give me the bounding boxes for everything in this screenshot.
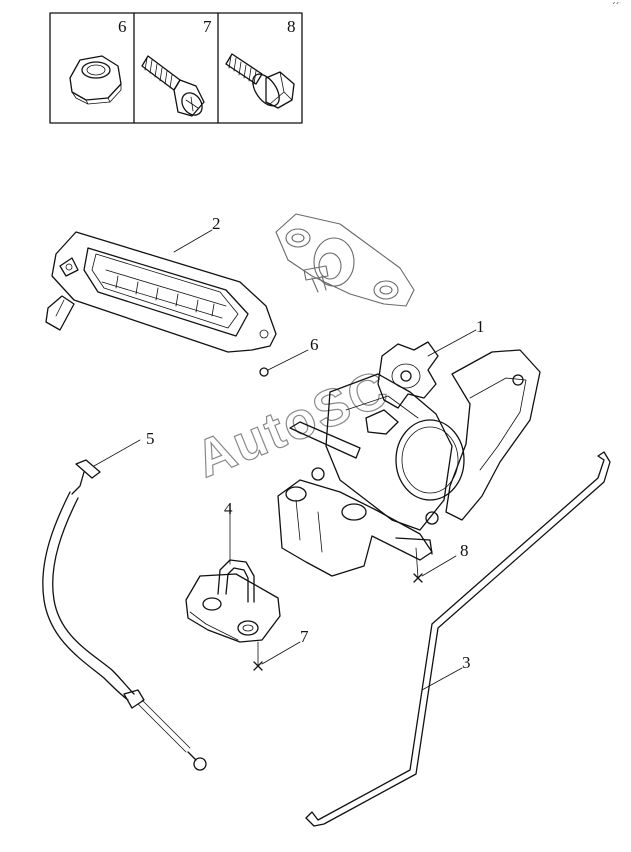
bolt-shaft — [415, 547, 419, 579]
callout-number: 2 — [212, 214, 221, 233]
corner-mark: ´´ — [612, 1, 620, 13]
connecting-rod-part — [305, 451, 611, 827]
callout-number: 1 — [476, 317, 485, 336]
fastener-table-frame — [49, 12, 303, 124]
fastener-table: 6 7 8 — [49, 12, 303, 124]
callout-number: 3 — [462, 653, 471, 672]
callout-leaders — [93, 229, 477, 691]
callout-number: 5 — [146, 429, 155, 448]
fastener-cell-number: 7 — [203, 17, 212, 36]
release-cable-part — [42, 459, 207, 771]
lock-cylinder-ghost — [275, 213, 415, 307]
callout-number: 7 — [300, 627, 309, 646]
countersunk-screw-icon — [141, 55, 205, 117]
fastener-cell-number: 8 — [287, 17, 296, 36]
callout-number: 8 — [460, 541, 469, 560]
fastener-cell-number: 6 — [118, 17, 127, 36]
callout-number: 6 — [310, 335, 319, 354]
nut-marker — [259, 367, 269, 377]
latch-actuator-part — [277, 341, 541, 577]
striker-part — [185, 559, 281, 643]
flange-bolt-icon — [225, 53, 295, 109]
hex-nut-icon — [69, 55, 122, 105]
handle-housing-part — [45, 231, 277, 353]
callout-number: 4 — [224, 499, 233, 518]
